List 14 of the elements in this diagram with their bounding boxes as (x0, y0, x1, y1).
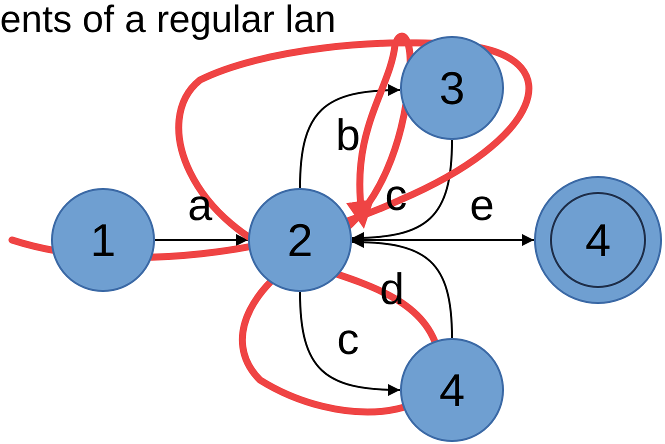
heading-text: ents of a regular lan (0, 0, 336, 40)
edge-label: a (188, 184, 212, 228)
arrow (299, 84, 400, 188)
state-number: 2 (287, 217, 313, 263)
state-number: 1 (90, 217, 116, 263)
edge-label: c (337, 318, 359, 362)
edge-label: e (470, 184, 494, 228)
arrow (299, 292, 400, 396)
arrow (352, 234, 534, 246)
state-number: 4 (439, 367, 465, 413)
arrow (155, 234, 248, 246)
state-number: 4 (585, 217, 611, 263)
edge-label: b (336, 114, 360, 158)
state-number: 3 (439, 65, 465, 111)
